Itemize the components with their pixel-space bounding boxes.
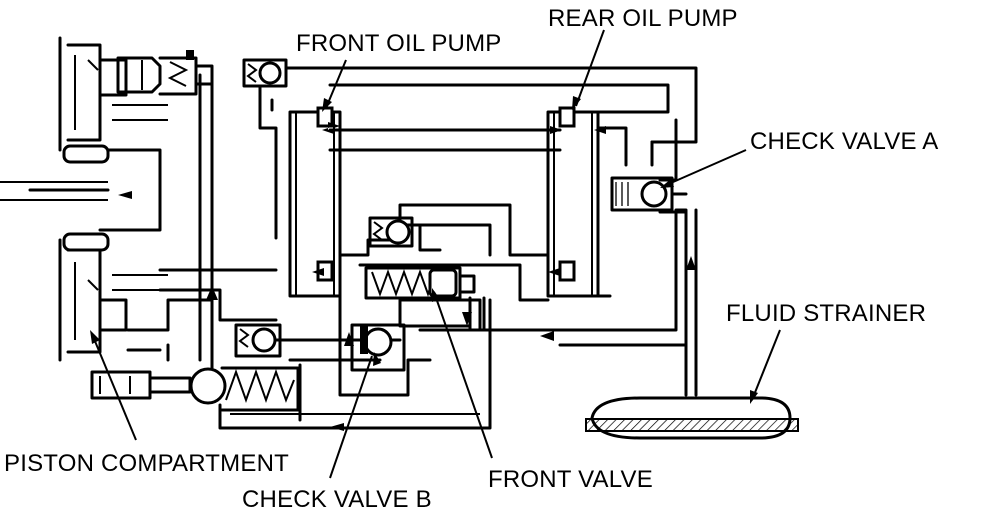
- rear-oil-pump-label: REAR OIL PUMP: [548, 5, 738, 32]
- check-valve-b-label: CHECK VALVE B: [242, 486, 432, 513]
- check-valve-b: [350, 323, 406, 372]
- front-valve-label: FRONT VALVE: [488, 466, 653, 493]
- fluid-strainer-label: FLUID STRAINER: [726, 300, 927, 327]
- top-check-valve: [242, 58, 288, 88]
- piston-compartment-label: PISTON COMPARTMENT: [4, 450, 289, 477]
- top-valve-plugs: [116, 50, 214, 96]
- front-oil-pump-label: FRONT OIL PUMP: [296, 30, 502, 57]
- lower-spring-valve: [90, 366, 300, 412]
- rear-oil-pump: [546, 106, 612, 298]
- check-valve-a-label: CHECK VALVE A: [750, 128, 939, 155]
- upper-center-check-valve: [368, 216, 414, 248]
- leader-lines: [90, 29, 781, 479]
- fluid-strainer: [585, 396, 799, 440]
- check-valve-a: [610, 176, 688, 214]
- front-oil-pump: [288, 106, 342, 298]
- fluid-passages: [126, 66, 698, 431]
- lower-left-check-valve: [234, 323, 282, 358]
- piston-assembly: [0, 36, 168, 362]
